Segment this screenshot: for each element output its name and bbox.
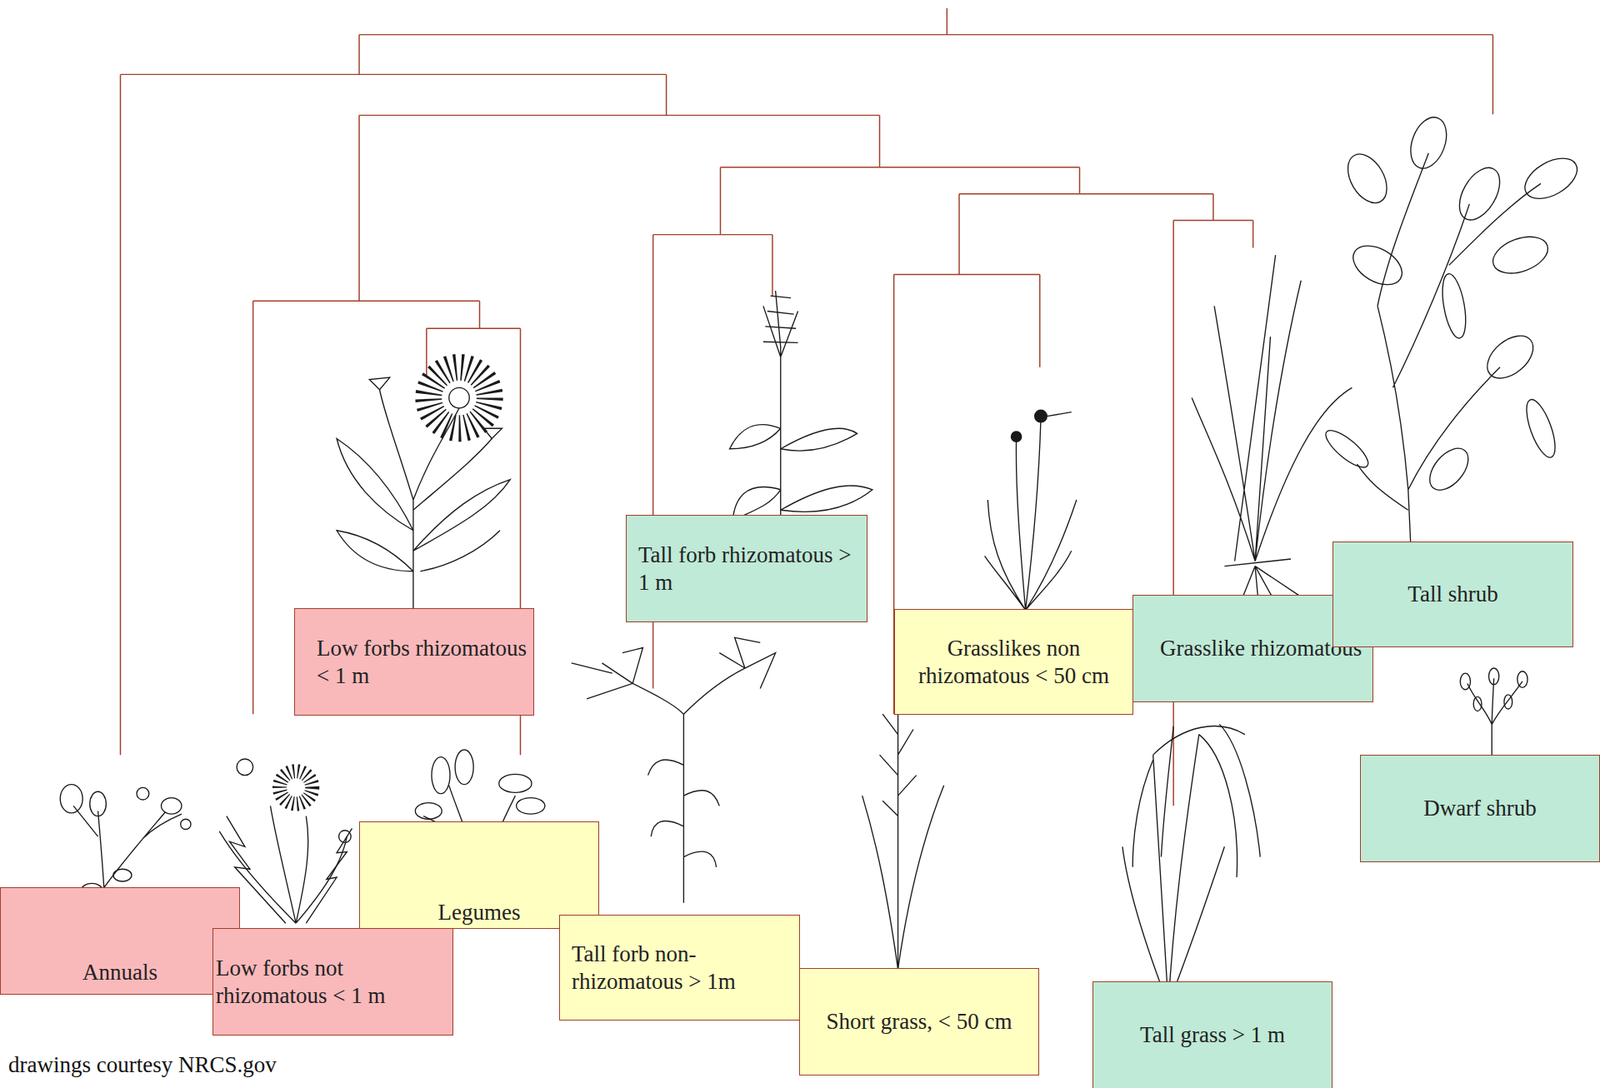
group-label: Low forbs rhizomatous < 1 m — [316, 635, 532, 690]
group-label: Annuals — [4, 959, 236, 986]
group-box: Tall shrub — [1332, 541, 1574, 648]
group-label: Tall forb non-rhizomatous > 1m — [571, 940, 798, 995]
group-box: Low forbs rhizomatous < 1 m — [294, 608, 535, 716]
group-label: Dwarf shrub — [1364, 795, 1596, 822]
group-box: Low forbs not rhizomatous < 1 m — [212, 928, 454, 1036]
group-box: Annuals — [0, 887, 240, 995]
group-label: Grasslikes non rhizomatous < 50 cm — [896, 635, 1131, 690]
plant-drawing — [60, 112, 1584, 1005]
group-box: Tall forb non-rhizomatous > 1m — [559, 915, 800, 1021]
group-label: Short grass, < 50 cm — [803, 1008, 1035, 1035]
credit-note: drawings courtesy NRCS.gov — [8, 1051, 277, 1079]
group-label: Low forbs not rhizomatous < 1 m — [215, 955, 451, 1010]
group-box: Tall grass > 1 m — [1092, 981, 1333, 1088]
group-box: Short grass, < 50 cm — [799, 968, 1040, 1076]
group-label: Tall forb rhizomatous > 1 m — [638, 541, 865, 596]
group-box: Legumes — [359, 821, 600, 930]
group-label: Tall grass > 1 m — [1096, 1021, 1329, 1049]
group-box: Tall forb rhizomatous > 1 m — [625, 515, 868, 623]
dendrogram — [120, 8, 1493, 807]
group-label: Tall shrub — [1336, 580, 1570, 608]
group-box: Grasslikes non rhizomatous < 50 cm — [894, 609, 1134, 715]
group-box: Dwarf shrub — [1360, 755, 1600, 863]
